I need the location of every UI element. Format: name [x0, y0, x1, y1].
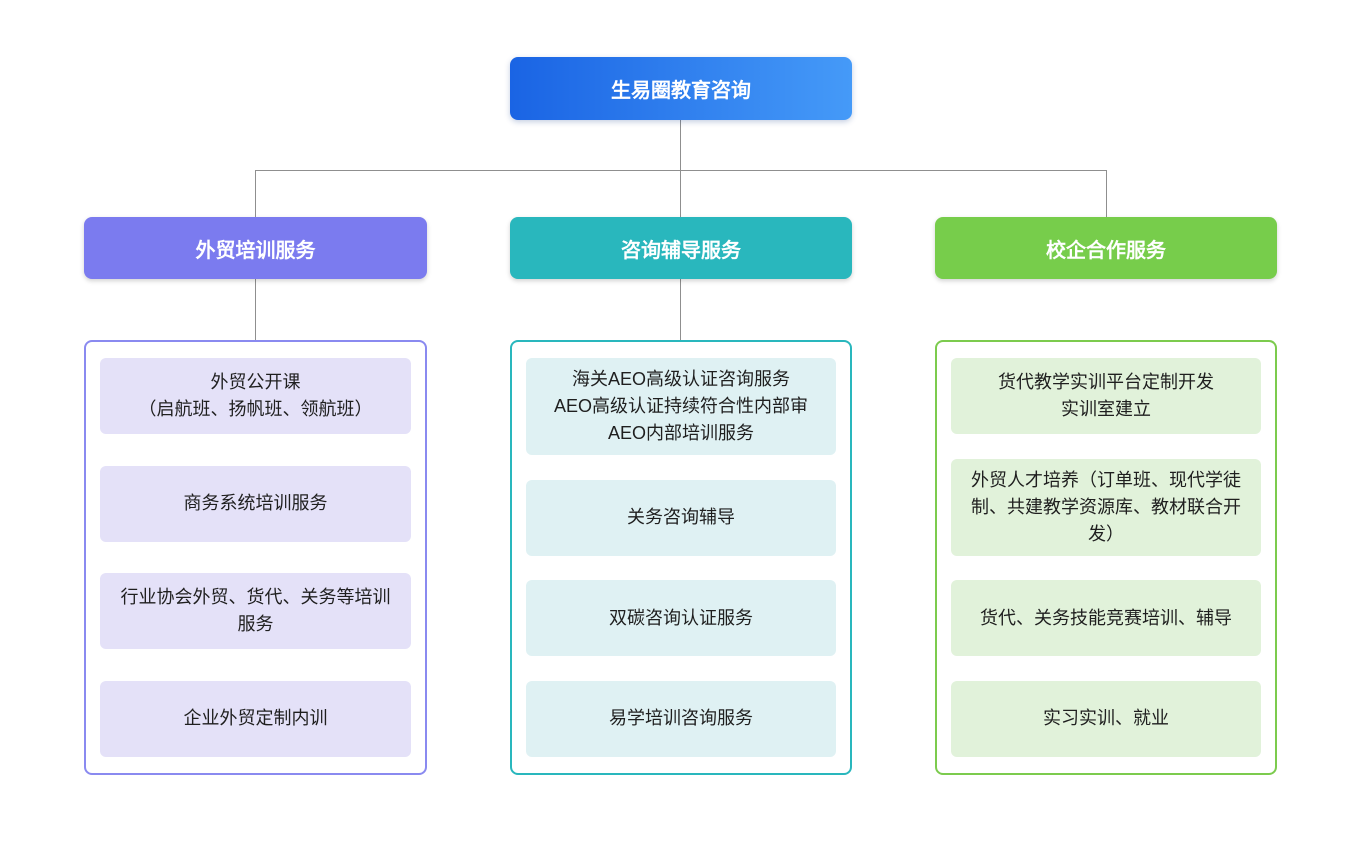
service-item: 货代、关务技能竞赛培训、辅导 — [951, 580, 1261, 657]
branch-container-foreign-trade-training: 外贸公开课 （启航班、扬帆班、领航班） 商务系统培训服务 行业协会外贸、货代、关… — [84, 340, 427, 775]
connector-branch-1-top — [255, 171, 256, 217]
branch-3-label: 校企合作服务 — [1046, 239, 1166, 262]
connector-branch-2-container — [680, 279, 681, 340]
branch-container-school-enterprise-cooperation: 货代教学实训平台定制开发 实训室建立 外贸人才培养（订单班、现代学徒制、共建教学… — [935, 340, 1277, 775]
service-item: 商务系统培训服务 — [100, 465, 411, 542]
branch-header-foreign-trade-training: 外贸培训服务 — [84, 217, 427, 279]
branch-container-consulting-coaching: 海关AEO高级认证咨询服务 AEO高级认证持续符合性内部审 AEO内部培训服务 … — [510, 340, 852, 775]
service-item: 实习实训、就业 — [951, 680, 1261, 757]
service-item: 外贸公开课 （启航班、扬帆班、领航班） — [100, 358, 411, 434]
service-item: 货代教学实训平台定制开发 实训室建立 — [951, 358, 1261, 434]
service-item: 双碳咨询认证服务 — [526, 580, 836, 657]
service-item: 海关AEO高级认证咨询服务 AEO高级认证持续符合性内部审 AEO内部培训服务 — [526, 358, 836, 455]
connector-root-vertical — [680, 120, 681, 170]
branch-header-school-enterprise-cooperation: 校企合作服务 — [935, 217, 1277, 279]
root-node: 生易圈教育咨询 — [510, 57, 852, 120]
branch-2-label: 咨询辅导服务 — [621, 239, 741, 262]
connector-horizontal — [255, 170, 1107, 171]
service-item: 企业外贸定制内训 — [100, 680, 411, 757]
root-label: 生易圈教育咨询 — [611, 80, 751, 102]
connector-branch-3-top — [1106, 171, 1107, 217]
service-item: 关务咨询辅导 — [526, 479, 836, 556]
service-item: 行业协会外贸、货代、关务等培训服务 — [100, 573, 411, 650]
branch-header-consulting-coaching: 咨询辅导服务 — [510, 217, 852, 279]
connector-branch-1-container — [255, 279, 256, 340]
connector-branch-2-top — [680, 171, 681, 217]
service-item: 易学培训咨询服务 — [526, 680, 836, 757]
service-item: 外贸人才培养（订单班、现代学徒制、共建教学资源库、教材联合开发） — [951, 458, 1261, 556]
branch-1-label: 外贸培训服务 — [195, 239, 316, 262]
